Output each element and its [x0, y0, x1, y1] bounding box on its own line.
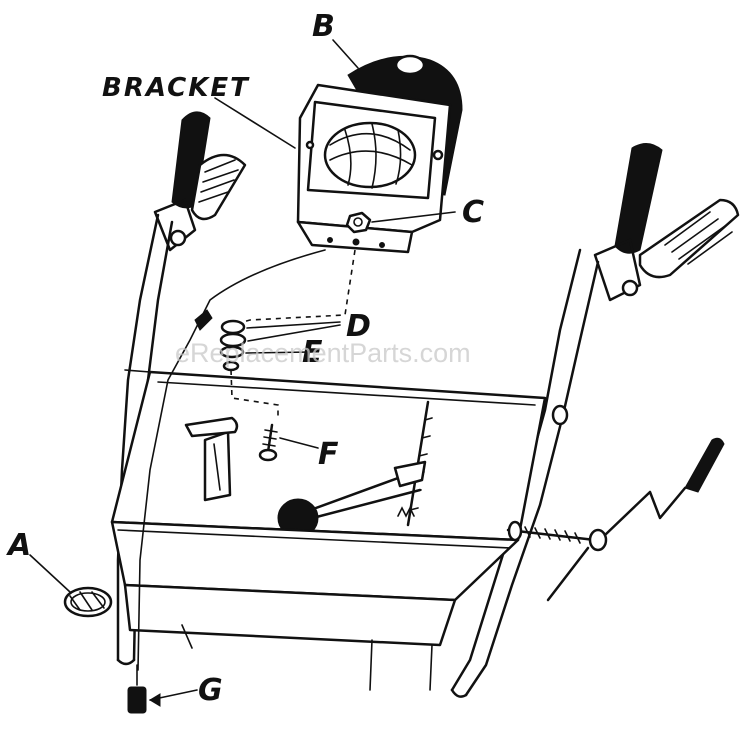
right-handgrips [593, 143, 740, 302]
label-c: C [462, 195, 484, 230]
headlight [296, 54, 463, 254]
label-g: G [198, 673, 223, 708]
label-f: F [318, 437, 339, 472]
leader-lines [29, 39, 456, 707]
label-b: B [312, 9, 335, 44]
light-wire [137, 249, 326, 671]
left-handgrips [153, 111, 247, 252]
label-e: E [302, 335, 323, 370]
label-d: D [346, 309, 371, 344]
speed-lever [277, 460, 427, 538]
watermark-text: eReplacementParts.com [175, 338, 471, 368]
label-bracket: BRACKET [102, 73, 250, 103]
hose-clamp [63, 586, 113, 618]
lower-housing [110, 520, 520, 691]
control-panel [110, 370, 547, 542]
chute-crank [506, 437, 725, 602]
wire-plug [127, 664, 147, 714]
mounting-hardware [219, 249, 356, 462]
label-a: A [6, 528, 31, 563]
